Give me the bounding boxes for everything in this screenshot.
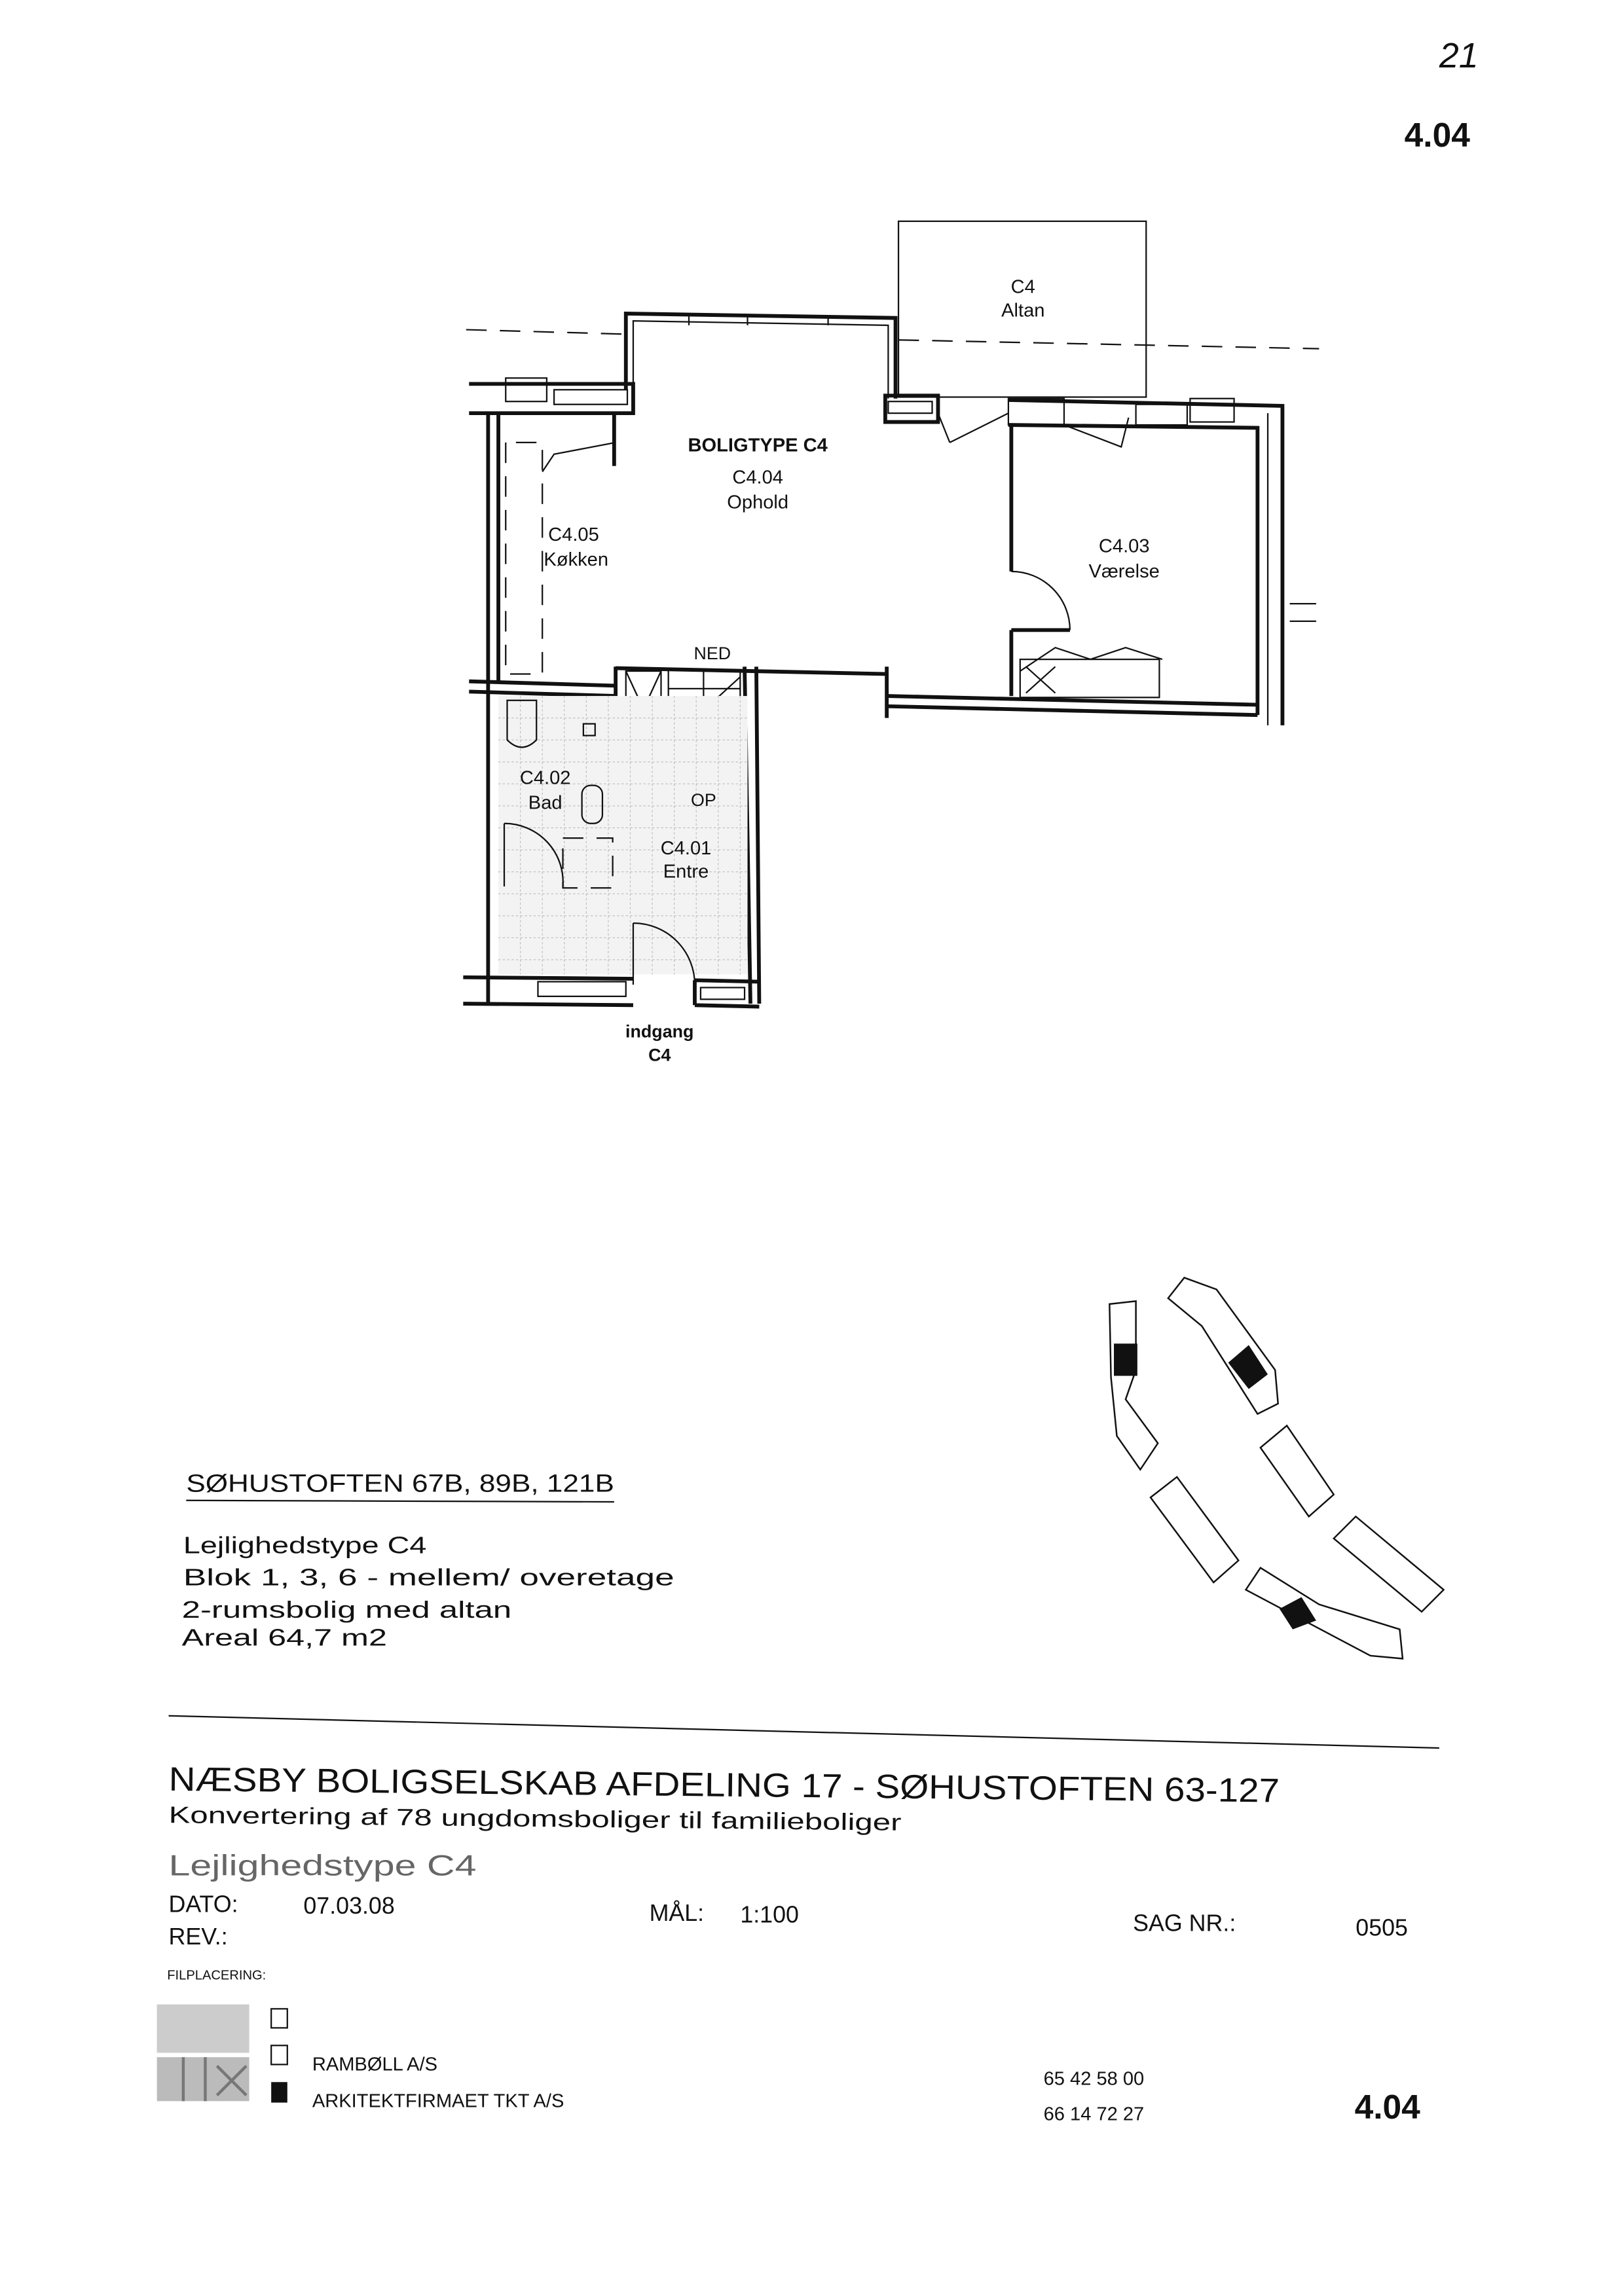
project-title: NÆSBY BOLIGSELSKAB AFDELING 17 - SØHUSTO… xyxy=(168,1760,1280,1810)
title-block: NÆSBY BOLIGSELSKAB AFDELING 17 - SØHUSTO… xyxy=(157,1715,1439,2126)
entrance-label: indgang xyxy=(625,1022,693,1042)
stair-up-label: OP xyxy=(691,790,716,810)
sheet-number-top: 4.04 xyxy=(1405,116,1471,154)
floor-drain xyxy=(582,723,596,737)
toilet xyxy=(506,699,538,748)
entrance-id: C4 xyxy=(648,1045,671,1065)
firm-checkbox xyxy=(270,2045,288,2066)
address-line: 2-rumsbolig med altan xyxy=(182,1597,512,1623)
handwritten-page-number: 21 xyxy=(1439,36,1479,75)
building-block xyxy=(1259,1424,1335,1518)
bathroom-door-swing xyxy=(504,822,564,887)
room-id-entrance: C4.01 xyxy=(661,838,712,859)
firm-name: RAMBØLL A/S xyxy=(312,2054,437,2075)
room-id-bathroom: C4.02 xyxy=(520,767,571,788)
entrance-door-swing xyxy=(633,922,696,985)
phone-number: 66 14 72 27 xyxy=(1044,2104,1145,2124)
room-name-entrance: Entre xyxy=(663,862,709,883)
site-key-plan xyxy=(1109,1277,1445,1660)
date-label: DATO: xyxy=(169,1891,238,1918)
facade-line-left xyxy=(466,329,623,335)
balcony-name: Altan xyxy=(1001,300,1044,321)
building-block xyxy=(1149,1476,1240,1584)
building-block xyxy=(1109,1300,1159,1471)
firm-checkbox xyxy=(270,2008,288,2029)
stair-down-label: NED xyxy=(693,644,731,663)
floor-plan: C4 Altan xyxy=(463,220,1320,1065)
washing-machine-space xyxy=(562,837,614,889)
project-subtitle: Konvertering af 78 ungdomsboliger til fa… xyxy=(168,1802,901,1836)
building-block xyxy=(1332,1515,1445,1613)
building-block xyxy=(1244,1567,1404,1660)
south-wall xyxy=(463,975,633,1008)
bedroom-door-swing xyxy=(1011,570,1071,630)
sheet-number: 4.04 xyxy=(1355,2088,1421,2126)
wardrobe xyxy=(1019,658,1160,699)
file-location-label: FILPLACERING: xyxy=(167,1969,266,1983)
firm-logo xyxy=(157,2004,249,2102)
window xyxy=(883,393,940,424)
room-name-living: Ophold xyxy=(727,492,788,513)
scale-value: 1:100 xyxy=(740,1901,799,1927)
address-heading: SØHUSTOFTEN 67B, 89B, 121B xyxy=(186,1470,614,1497)
case-number-value: 0505 xyxy=(1356,1914,1408,1941)
drawing-name: Lejlighedstype C4 xyxy=(169,1850,477,1882)
west-wall xyxy=(486,413,500,1004)
balcony-outline xyxy=(897,220,1147,398)
case-number-label: SAG NR.: xyxy=(1133,1910,1236,1937)
room-name-bathroom: Bad xyxy=(528,792,563,813)
address-line: Areal 64,7 m2 xyxy=(182,1624,387,1650)
room-name-kitchen: Køkken xyxy=(544,549,608,570)
phone-number: 65 42 58 00 xyxy=(1044,2069,1145,2090)
balcony-id: C4 xyxy=(1011,277,1035,298)
address-line: Lejlighedstype C4 xyxy=(183,1532,427,1558)
facade-line-right xyxy=(898,339,1320,350)
address-line: Blok 1, 3, 6 - mellem/ overetage xyxy=(183,1565,674,1591)
washbasin xyxy=(581,784,604,824)
firm-checkbox-checked xyxy=(271,2082,287,2103)
building-block xyxy=(1167,1277,1279,1415)
divider xyxy=(168,1715,1439,1749)
room-id-bedroom: C4.03 xyxy=(1099,536,1150,557)
balcony-door-swing xyxy=(937,412,1009,443)
scale-label: MÅL: xyxy=(650,1900,705,1926)
room-name-bedroom: Værelse xyxy=(1089,561,1160,582)
living-room-wall xyxy=(623,311,898,399)
revision-label: REV.: xyxy=(169,1923,228,1950)
room-id-kitchen: C4.05 xyxy=(548,524,599,545)
address-block: SØHUSTOFTEN 67B, 89B, 121B Lejlighedstyp… xyxy=(182,1470,674,1650)
kitchen-counter xyxy=(505,441,544,675)
date-value: 07.03.08 xyxy=(303,1893,394,1919)
firm-name: ARKITEKTFIRMAET TKT A/S xyxy=(312,2090,564,2111)
dwelling-type-label: BOLIGTYPE C4 xyxy=(688,435,828,456)
room-id-living: C4.04 xyxy=(732,467,783,488)
